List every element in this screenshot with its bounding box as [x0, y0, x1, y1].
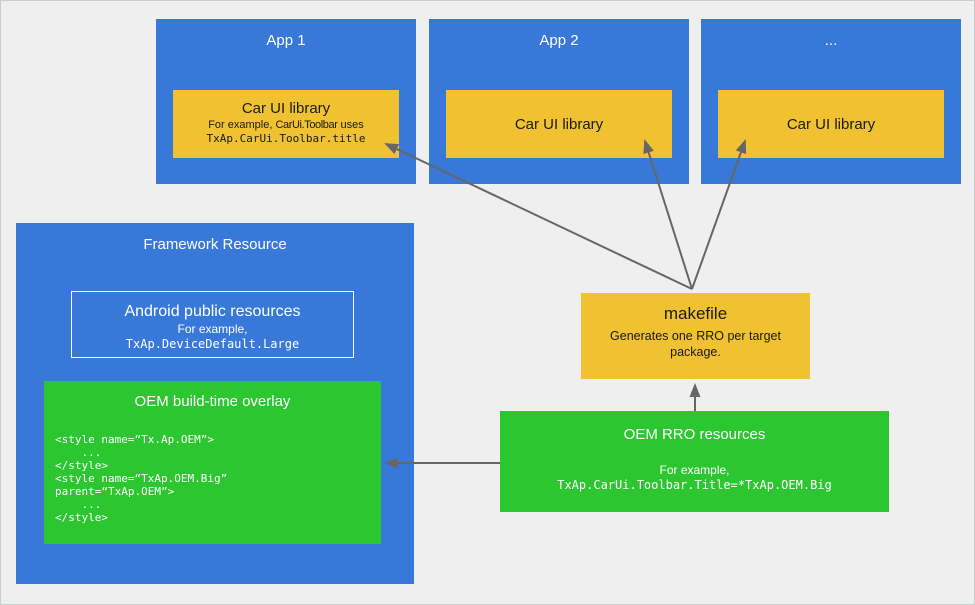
public-resources-example-label: For example,: [177, 322, 248, 336]
rro-example-code: TxAp.CarUi.Toolbar.Title=*TxAp.OEM.Big: [557, 478, 832, 492]
makefile-description: Generates one RRO per target package.: [610, 329, 781, 359]
app-more-car-ui-library-title: Car UI library: [786, 115, 876, 133]
app1-example-inline-code: CarUi.Toolbar: [275, 119, 338, 131]
overlay-code-line: </style>: [55, 511, 108, 524]
app1-example-suffix: uses: [337, 119, 364, 131]
overlay-code-block: <style name=“Tx.Ap.OEM”> ... </style> <s…: [44, 433, 381, 524]
app-more-box: ... Car UI library: [701, 19, 961, 184]
oem-rro-resources-title: OEM RRO resources: [623, 426, 766, 443]
app2-box: App 2 Car UI library: [429, 19, 689, 184]
app-more-title: ...: [824, 32, 838, 49]
app1-example-prefix: For example,: [208, 119, 276, 131]
overlay-code-line: parent=“TxAp.OEM”>: [55, 485, 175, 498]
overlay-code-line: </style>: [55, 459, 108, 472]
overlay-code-line: ...: [55, 446, 102, 459]
app2-car-ui-library-title: Car UI library: [514, 115, 604, 133]
rro-example: For example, TxAp.CarUi.Toolbar.Title=*T…: [500, 463, 889, 493]
app1-box: App 1 Car UI library For example, CarUi.…: [156, 19, 416, 184]
makefile-box: makefile Generates one RRO per target pa…: [581, 293, 810, 379]
framework-resource-title: Framework Resource: [143, 236, 287, 253]
oem-build-time-overlay-title: OEM build-time overlay: [134, 393, 291, 410]
app1-title: App 1: [266, 32, 306, 49]
app2-car-ui-library-box: Car UI library: [446, 90, 672, 158]
app-more-car-ui-library-box: Car UI library: [718, 90, 944, 158]
oem-rro-resources-box: OEM RRO resources For example, TxAp.CarU…: [500, 411, 889, 512]
app1-library-example-code: TxAp.CarUi.Toolbar.title: [206, 132, 366, 145]
framework-resource-box: Framework Resource Android public resour…: [16, 223, 414, 584]
makefile-title: makefile: [663, 304, 728, 323]
oem-build-time-overlay-box: OEM build-time overlay <style name=“Tx.A…: [44, 381, 381, 544]
overlay-code-line: <style name=“Tx.Ap.OEM”>: [55, 433, 214, 446]
app1-car-ui-library-title: Car UI library: [241, 100, 331, 117]
android-public-resources-title: Android public resources: [124, 303, 301, 320]
app1-library-example-line: For example, CarUi.Toolbar uses: [173, 118, 399, 132]
rro-example-label: For example,: [659, 463, 730, 477]
app1-car-ui-library-box: Car UI library For example, CarUi.Toolba…: [173, 90, 399, 158]
overlay-code-line: ...: [55, 498, 102, 511]
app2-title: App 2: [539, 32, 579, 49]
overlay-code-line: <style name=“TxAp.OEM.Big”: [55, 472, 228, 485]
public-resources-example-code: TxAp.DeviceDefault.Large: [125, 337, 300, 351]
android-public-resources-box: Android public resources For example, Tx…: [71, 291, 354, 358]
